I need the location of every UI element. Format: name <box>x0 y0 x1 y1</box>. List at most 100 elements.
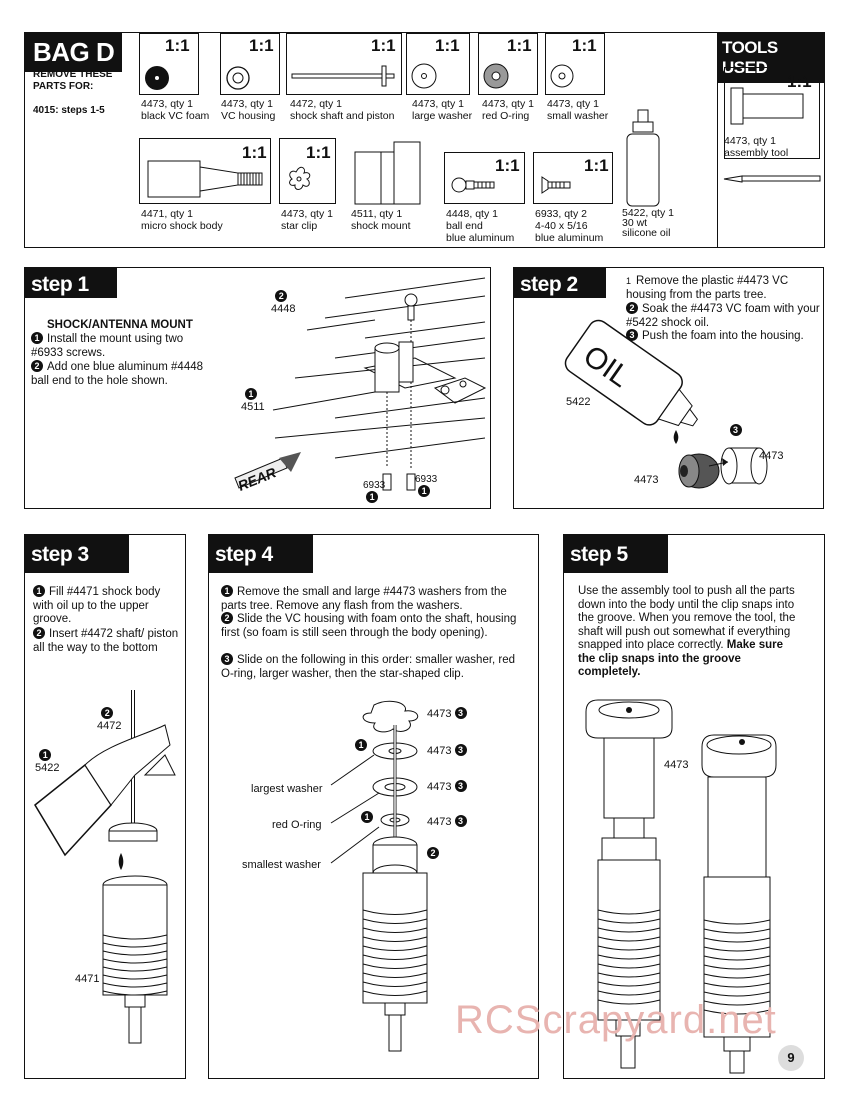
screw-icon <box>541 176 571 194</box>
scale-label: 1:1 <box>249 36 274 55</box>
bag-steps: 4015: steps 1-5 <box>33 105 105 116</box>
step4-callout-small-washer: 4473 3 <box>427 815 471 828</box>
scale-label: 1:1 <box>242 143 267 162</box>
assembly-tool-diagram <box>585 699 777 1074</box>
shock-shaft-icon <box>291 65 395 87</box>
step4-callout-large-washer: 4473 3 <box>427 744 471 757</box>
part-ball-end-box: 1:1 <box>444 152 525 204</box>
page-number: 9 <box>778 1045 804 1071</box>
scale-label: 1:1 <box>584 156 609 175</box>
large-washer-icon <box>411 63 437 89</box>
step2-callout-4473a: 4473 <box>634 474 659 486</box>
step1-title: step 1 <box>25 268 117 298</box>
step3-callout-4471: 4471 <box>75 973 100 985</box>
step5-panel: step 5 Use the assembly tool to push all… <box>563 534 825 1079</box>
largest-washer-label: largest washer <box>251 783 323 795</box>
star-clip-icon <box>289 166 311 190</box>
part-oring-box: 1:1 <box>478 33 538 95</box>
shock-fill-diagram <box>34 690 176 1044</box>
step5-title: step 5 <box>564 535 668 573</box>
step3-title: step 3 <box>25 535 129 573</box>
vc-housing-icon <box>226 66 250 90</box>
o-ring-icon <box>483 63 509 89</box>
bag-title: BAG D <box>25 33 123 72</box>
part-star-clip-box: 1:1 <box>279 138 336 204</box>
step2-callout-5422: 5422 <box>566 396 591 408</box>
part-vc-housing-box: 1:1 <box>220 33 280 95</box>
step4-callout-oring: 4473 3 <box>427 780 471 793</box>
small-washer-icon <box>550 64 574 88</box>
part-large-washer-box: 1:1 <box>406 33 470 95</box>
step1-heading: SHOCK/ANTENNA MOUNT <box>47 319 193 331</box>
step2-callout-4473b: 4473 <box>759 450 784 462</box>
shock-mount-icon <box>354 141 421 205</box>
step4-marker-1b: 1 <box>361 811 377 824</box>
step5-callout-4473: 4473 <box>664 759 689 771</box>
step2-title: step 2 <box>514 268 606 298</box>
part-small-washer-box: 1:1 <box>545 33 605 95</box>
step4-callout-clip: 4473 3 <box>427 707 471 720</box>
ball-end-icon <box>451 177 495 193</box>
shock-body-icon <box>147 160 263 198</box>
step4-title: step 4 <box>209 535 313 573</box>
part-screw-box: 1:1 <box>533 152 613 204</box>
svg-text:3: 3 <box>733 425 738 435</box>
part-shaft-box: 1:1 <box>286 33 402 95</box>
assembly-tool-box: 1:1 <box>724 67 820 159</box>
smallest-washer-label: smallest washer <box>242 859 321 871</box>
vc-foam-icon <box>145 66 169 90</box>
oil-bottle-diagram: 3 <box>564 319 768 489</box>
scale-label: 1:1 <box>495 156 520 175</box>
assembly-tool-icon <box>730 87 804 125</box>
part-vc-foam-box: 1:1 <box>139 33 199 95</box>
bag-subtitle: REMOVE THESE PARTS FOR: <box>33 69 113 92</box>
tools-title: TOOLS USED <box>718 33 824 83</box>
hobby-knife-icon <box>723 175 821 183</box>
scale-label: 1:1 <box>787 72 812 91</box>
part-shock-body-box: 1:1 <box>139 138 271 204</box>
scale-label: 1:1 <box>306 143 331 162</box>
oring-label: red O-ring <box>272 819 322 831</box>
scale-label: 1:1 <box>435 36 460 55</box>
oil-bottle-icon <box>626 109 660 207</box>
step4-marker-1a: 1 <box>355 739 371 752</box>
scale-label: 1:1 <box>572 36 597 55</box>
step4-marker-2: 2 <box>427 847 443 860</box>
shock-assembly-diagram <box>330 700 428 1052</box>
step5-text: Use the assembly tool to push all the pa… <box>578 585 796 678</box>
scale-label: 1:1 <box>507 36 532 55</box>
